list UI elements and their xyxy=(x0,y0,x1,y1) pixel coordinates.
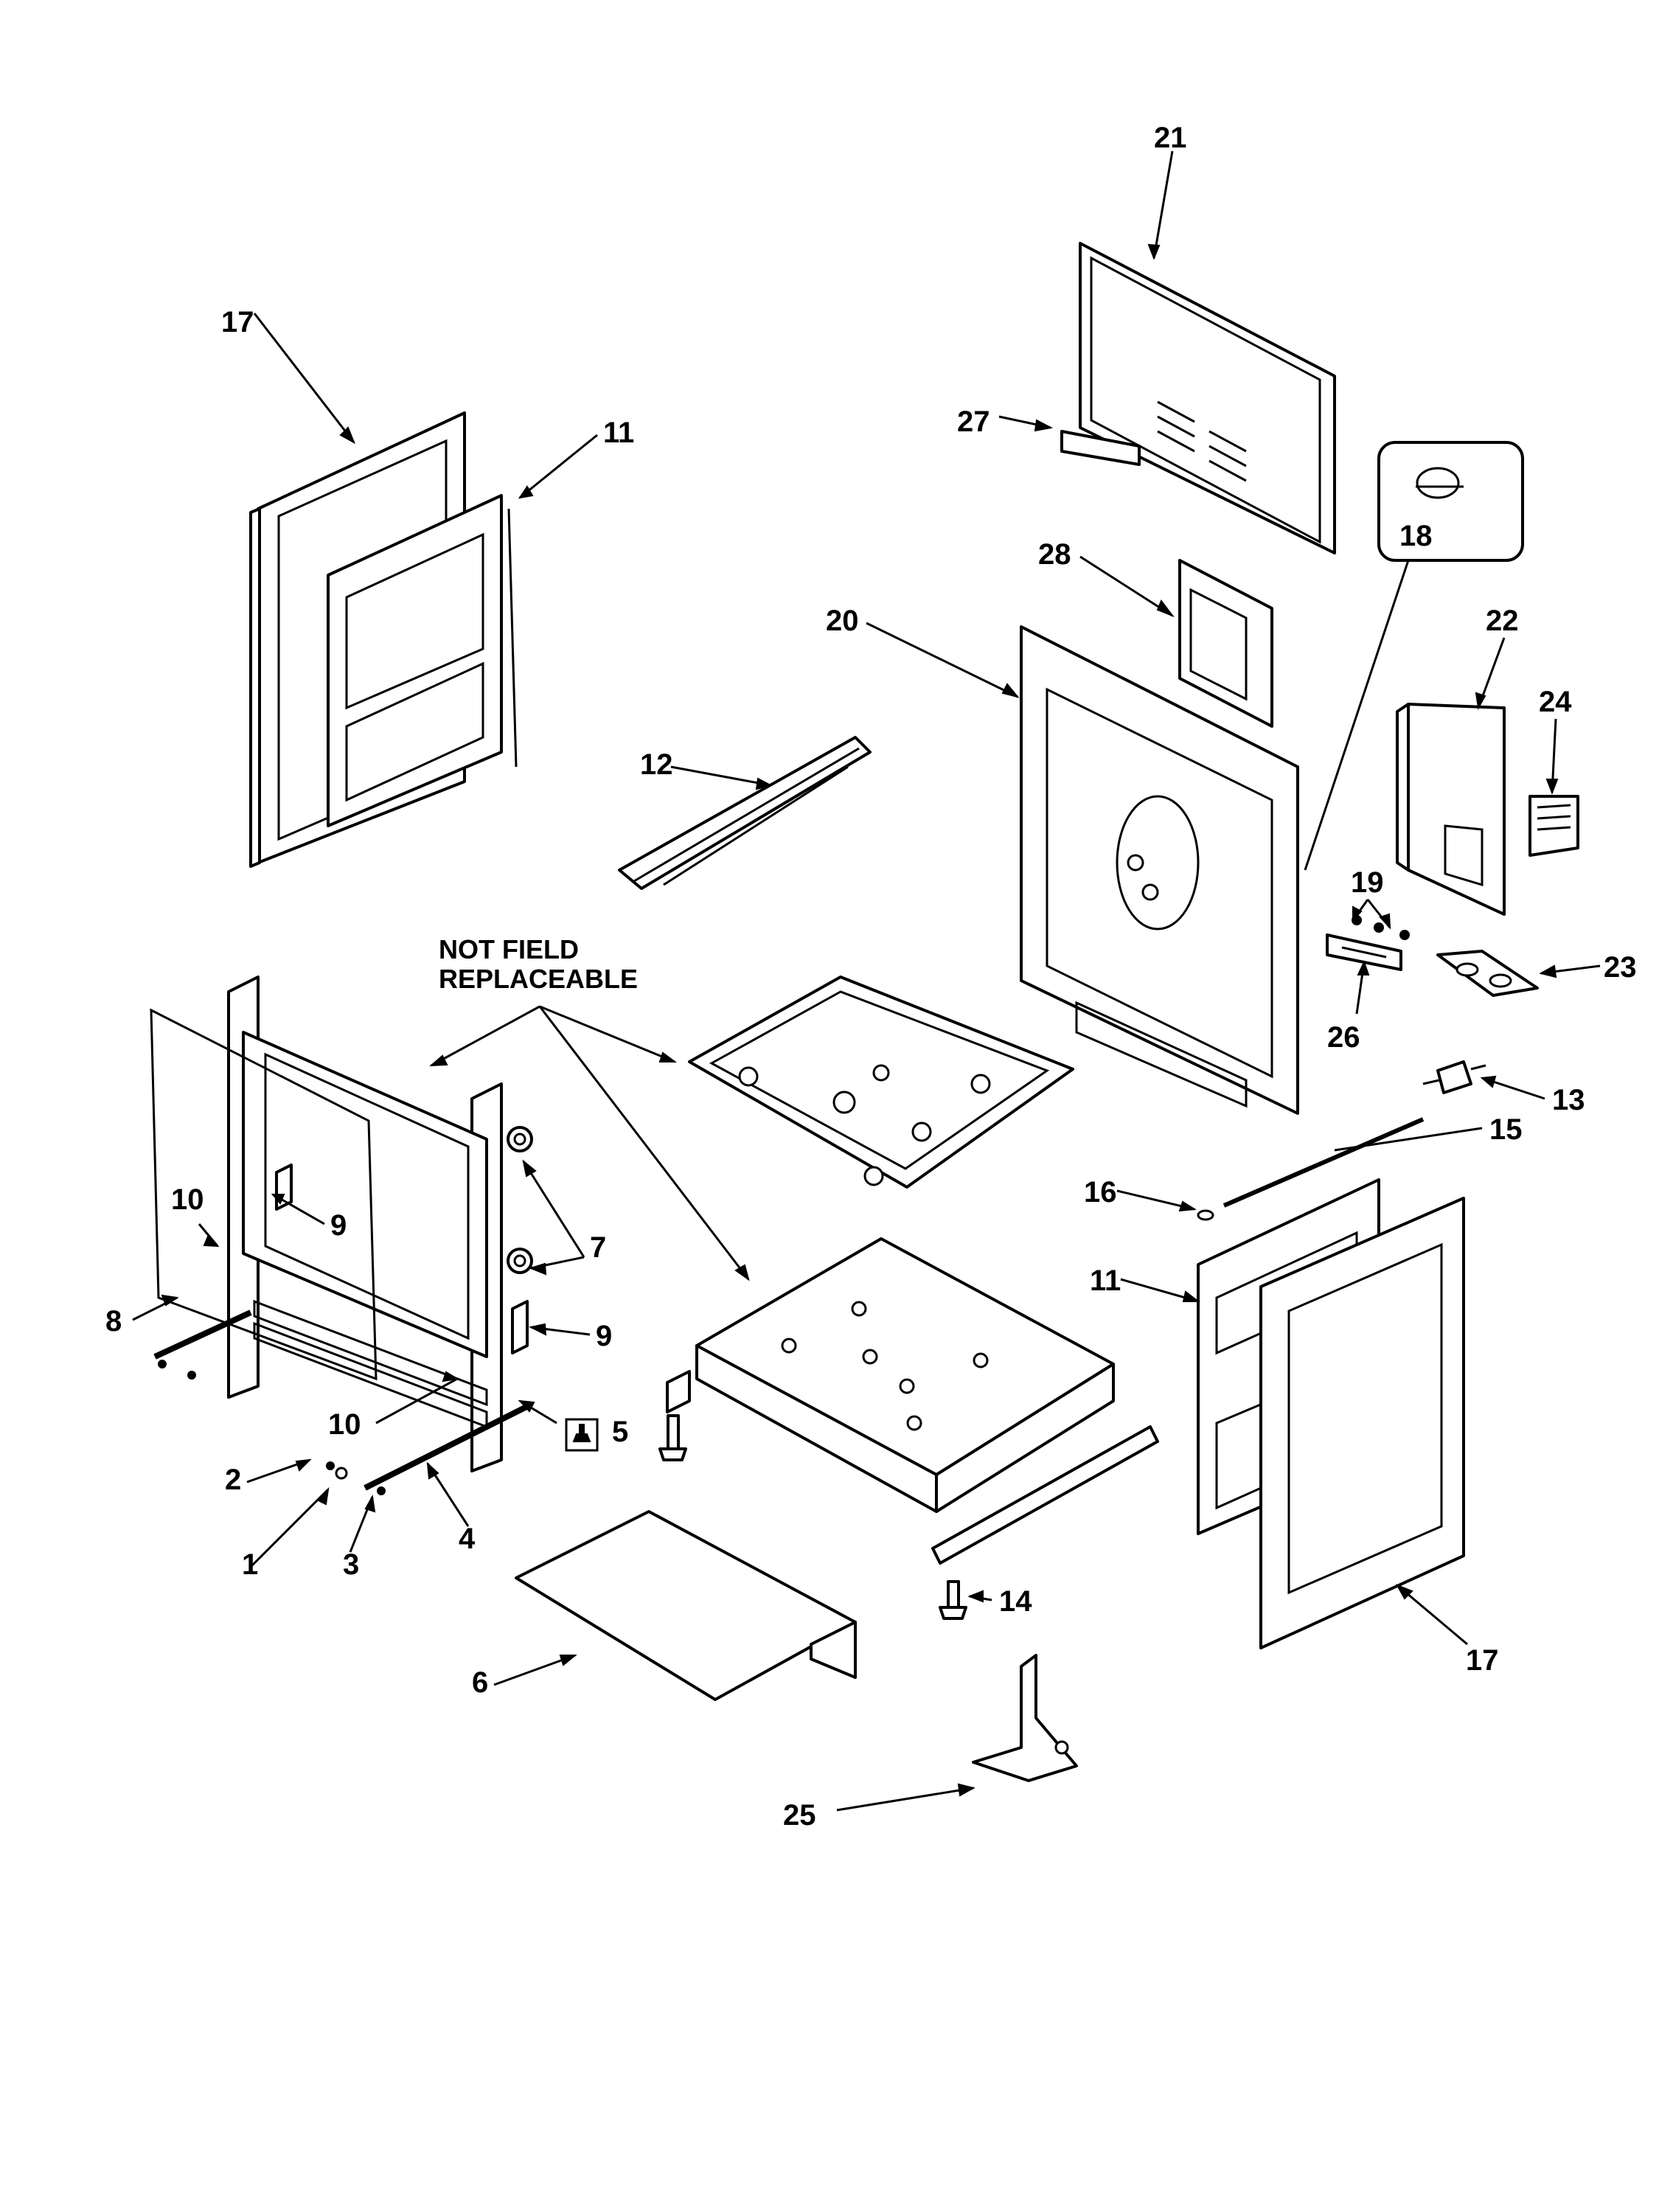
base-pan xyxy=(666,1237,1159,1565)
part-11-left-insulation xyxy=(327,494,518,827)
part-7-knobs xyxy=(507,1126,533,1274)
callout-9-upper: 9 xyxy=(330,1209,347,1242)
part-18-thermostat-inset xyxy=(1304,441,1524,871)
part-8-gasket xyxy=(150,1008,378,1381)
part-28-vent-cover xyxy=(1178,559,1273,728)
callout-11: 11 xyxy=(603,417,634,449)
callout-28: 28 xyxy=(1038,538,1071,571)
callout-17-right: 17 xyxy=(1466,1644,1499,1677)
leader-arrowheads xyxy=(161,243,1559,1797)
callout-27: 27 xyxy=(957,406,990,438)
note-line-2: REPLACEABLE xyxy=(439,964,638,994)
part-20-rear-frame xyxy=(1020,625,1299,1115)
part-16-clip xyxy=(1197,1209,1214,1221)
callout-17: 17 xyxy=(221,306,254,338)
part-19-screws xyxy=(1352,915,1410,940)
callout-6: 6 xyxy=(472,1666,488,1699)
callout-11-right: 11 xyxy=(1090,1265,1121,1297)
callout-12: 12 xyxy=(640,748,673,781)
part-26-terminal-block xyxy=(1326,933,1402,971)
part-23-plate xyxy=(1436,950,1539,997)
callout-8: 8 xyxy=(105,1305,122,1338)
callout-15: 15 xyxy=(1489,1113,1523,1146)
callout-25: 25 xyxy=(783,1799,816,1832)
parts-1-2-3-hardware xyxy=(326,1461,386,1495)
callout-5: 5 xyxy=(612,1416,628,1448)
part-13-element xyxy=(1422,1060,1486,1094)
callout-7: 7 xyxy=(590,1231,606,1264)
callout-26: 26 xyxy=(1327,1021,1360,1054)
callout-20: 20 xyxy=(826,605,859,637)
part-4-rail xyxy=(364,1402,532,1491)
callout-4: 4 xyxy=(459,1523,476,1555)
callout-9-lower: 9 xyxy=(596,1320,612,1352)
callout-21: 21 xyxy=(1154,122,1187,154)
callout-14: 14 xyxy=(999,1585,1032,1618)
part-25-anti-tip-bracket xyxy=(972,1654,1078,1782)
lower-bar xyxy=(153,1310,252,1380)
part-27-bracket xyxy=(1060,430,1141,466)
part-22-box-cover xyxy=(1396,703,1506,916)
callout-22: 22 xyxy=(1486,605,1519,637)
callout-3: 3 xyxy=(343,1548,359,1581)
part-9-hinge-lower xyxy=(511,1300,529,1354)
front-frame xyxy=(227,975,503,1472)
callout-13: 13 xyxy=(1552,1084,1585,1116)
leveling-leg-center xyxy=(658,1414,687,1461)
part-14-leveling-leg xyxy=(939,1580,967,1620)
callout-24: 24 xyxy=(1539,686,1572,718)
part-15-rod xyxy=(1222,1117,1425,1208)
callout-2: 2 xyxy=(225,1464,241,1496)
part-24-vent-grille xyxy=(1528,795,1579,857)
part-17-right-side-panel xyxy=(1259,1197,1465,1649)
callout-10-lower: 10 xyxy=(328,1408,361,1441)
callout-16: 16 xyxy=(1084,1176,1117,1208)
callout-10-upper: 10 xyxy=(171,1183,204,1216)
note-line-1: NOT FIELD xyxy=(439,934,579,964)
part-21-back-panel xyxy=(1079,242,1336,554)
part-12-bracket xyxy=(618,736,872,890)
callout-19: 19 xyxy=(1351,866,1384,899)
part-5-leveling-leg xyxy=(565,1418,599,1452)
cooktop-pan xyxy=(688,975,1074,1189)
callout-23: 23 xyxy=(1604,951,1637,984)
part-6-bottom-panel xyxy=(515,1510,857,1701)
callout-18: 18 xyxy=(1399,520,1433,552)
callout-1: 1 xyxy=(242,1548,258,1581)
